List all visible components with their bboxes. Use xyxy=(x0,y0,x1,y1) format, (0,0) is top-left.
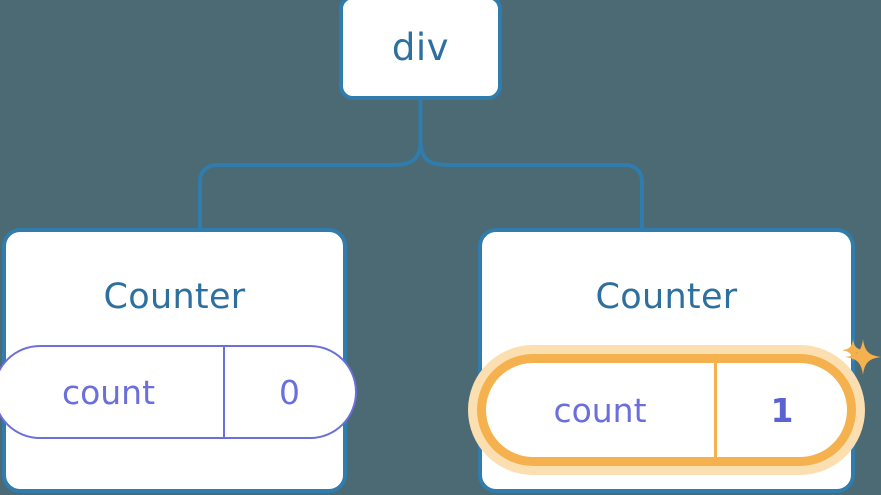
sparkle-large-icon xyxy=(845,339,881,375)
sparkle-group xyxy=(842,339,881,375)
state-key-right: count xyxy=(553,390,647,430)
root-node-label: div xyxy=(391,26,450,69)
state-pill-wrap-right: count 1 xyxy=(468,339,881,475)
counter-title-left: Counter xyxy=(103,277,246,317)
state-key-left: count xyxy=(61,372,156,412)
connector-branch-right xyxy=(418,139,644,230)
sparkle-small-icon xyxy=(842,339,864,362)
connector-branch-left xyxy=(198,139,423,230)
tree-node-div[interactable]: div xyxy=(339,0,502,100)
state-pill-wrap-left: count 0 xyxy=(0,345,357,439)
tree-node-counter-left[interactable]: Counter count 0 xyxy=(0,228,357,493)
counter-title-right: Counter xyxy=(595,277,738,317)
state-pill-right[interactable]: count 1 xyxy=(486,363,847,457)
state-pill-left[interactable]: count 0 xyxy=(0,345,357,439)
state-value-right: 1 xyxy=(770,390,794,430)
state-pill-divider-left xyxy=(222,347,225,437)
tree-node-counter-right[interactable]: Counter count 1 xyxy=(478,228,881,493)
state-value-left: 0 xyxy=(279,372,300,412)
state-pill-divider-right xyxy=(714,363,717,457)
